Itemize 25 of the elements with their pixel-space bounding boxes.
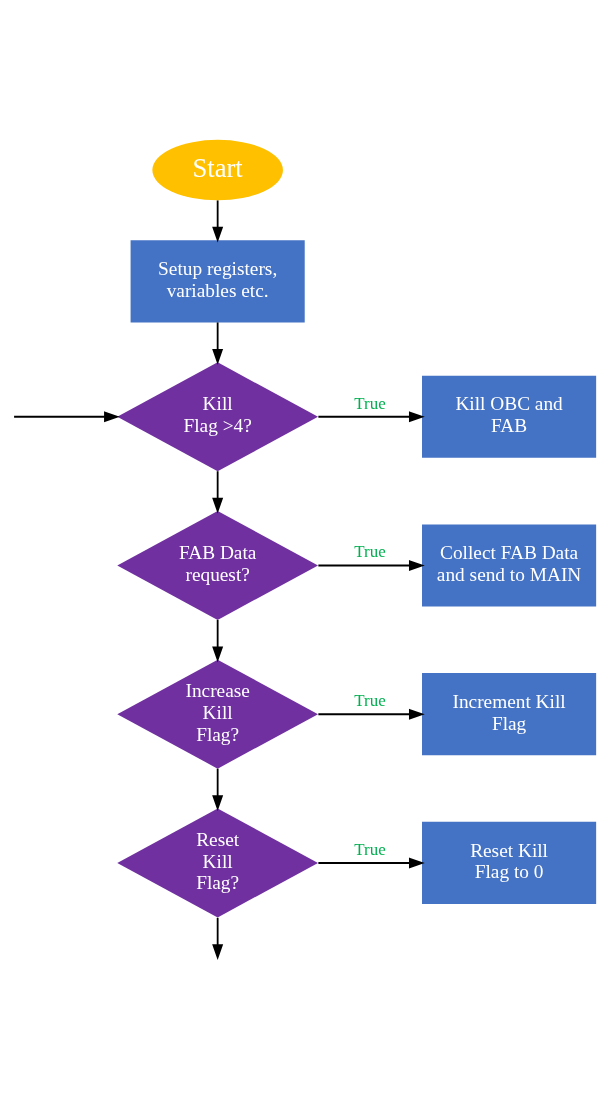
arrow — [13, 411, 120, 423]
node-diamond: FAB Data request? — [117, 511, 318, 620]
node-diamond: Increase Kill Flag? — [117, 659, 318, 769]
node-box: Kill OBC and FAB — [422, 375, 597, 458]
node-diamond: Reset Kill Flag? — [117, 808, 318, 918]
arrow — [317, 708, 425, 720]
edge-label: True — [354, 542, 386, 562]
node-diamond: Kill Flag >4? — [117, 362, 318, 472]
arrow — [212, 470, 224, 514]
arrow — [212, 321, 224, 365]
arrow — [317, 411, 425, 423]
edge-label: True — [354, 839, 386, 859]
arrow — [317, 560, 425, 571]
node-ellipse: Start — [152, 139, 283, 201]
node-box: Reset Kill Flag to 0 — [422, 821, 597, 905]
edge-label: True — [354, 393, 386, 413]
arrow — [212, 767, 224, 812]
arrow — [317, 857, 425, 869]
node-box: Collect FAB Data and send to MAIN — [422, 524, 597, 607]
node-box: Increment Kill Flag — [422, 673, 597, 756]
arrow — [212, 619, 224, 663]
arrow — [212, 199, 224, 243]
edge-label: True — [354, 691, 386, 711]
node-box: Setup registers, variables etc. — [130, 240, 305, 323]
arrow — [212, 916, 224, 960]
